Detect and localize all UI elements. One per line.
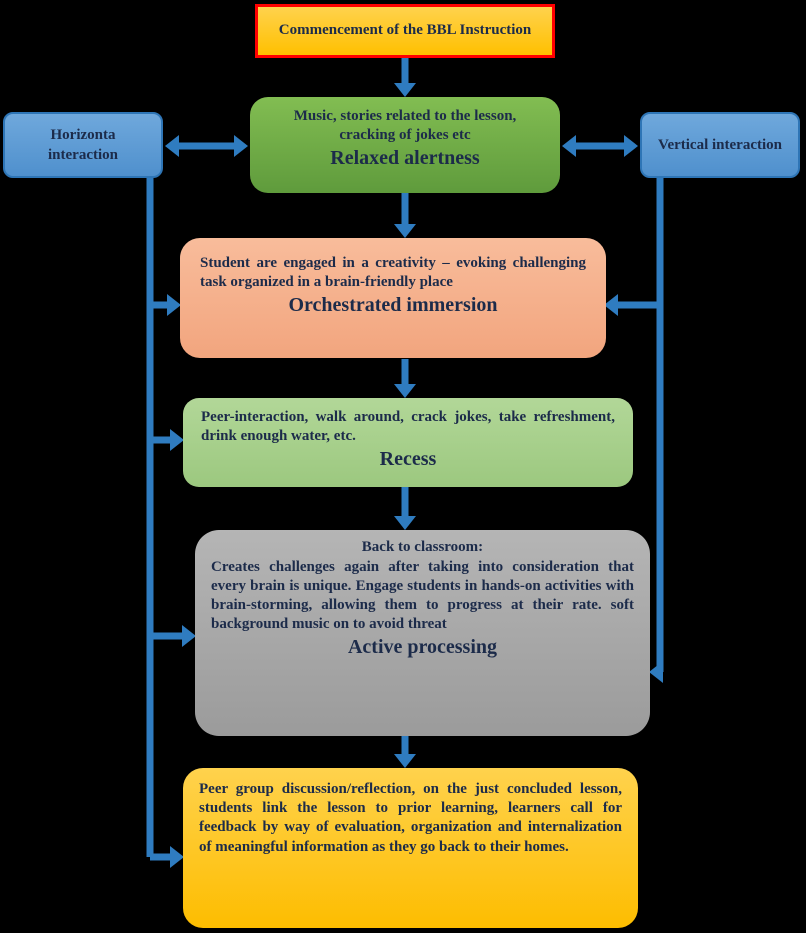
arrowhead-relaxed-to-immersion [394,224,416,238]
node-closure-body: Peer group discussion/reflection, on the… [199,781,622,855]
arrowhead-start-to-relaxed [394,83,416,97]
node-recess: Peer-interaction, walk around, crack jok… [183,398,633,487]
arrowhead-left-into-recess [170,429,184,451]
node-start-title: Commencement of the BBL Instruction [278,22,532,39]
arrowhead-into-relaxed-right [562,135,576,157]
arrowhead-active-to-closure [394,754,416,768]
arrowhead-into-vertical-box [624,135,638,157]
arrowhead-recess-to-active [394,516,416,530]
node-start: Commencement of the BBL Instruction [255,4,555,58]
node-relaxed-alertness: Music, stories related to the lesson, cr… [250,97,560,193]
arrowhead-into-relaxed-left [234,135,248,157]
node-closure: Peer group discussion/reflection, on the… [183,768,638,928]
arrowhead-immersion-to-recess [394,384,416,398]
node-immersion-body: Student are engaged in a creativity – ev… [200,255,586,291]
node-active-body: Creates challenges again after taking in… [211,558,634,633]
node-horizontal-label: Horizonta interaction [48,126,118,163]
arrowhead-into-horizontal-box [165,135,179,157]
node-active-title: Active processing [347,636,498,659]
arrowhead-right-into-active [649,661,663,683]
node-active-processing: Back to classroom: Creates challenges ag… [195,530,650,736]
node-vertical-label: Vertical interaction [658,136,782,153]
node-relaxed-title: Relaxed alertness [330,147,480,170]
arrowhead-right-into-immersion [604,294,618,316]
node-immersion-title: Orchestrated immersion [288,294,498,317]
node-vertical-interaction: Vertical interaction [640,112,800,178]
node-relaxed-body: Music, stories related to the lesson, cr… [293,108,517,144]
node-horizontal-interaction: Horizonta interaction [3,112,163,178]
arrowhead-left-into-active [182,625,196,647]
arrowhead-left-into-closure [170,846,184,868]
node-active-heading: Back to classroom: [361,539,484,555]
node-recess-body: Peer-interaction, walk around, crack jok… [201,409,615,445]
node-orchestrated-immersion: Student are engaged in a creativity – ev… [180,238,606,358]
node-recess-title: Recess [379,448,437,471]
arrowhead-left-into-immersion [167,294,181,316]
